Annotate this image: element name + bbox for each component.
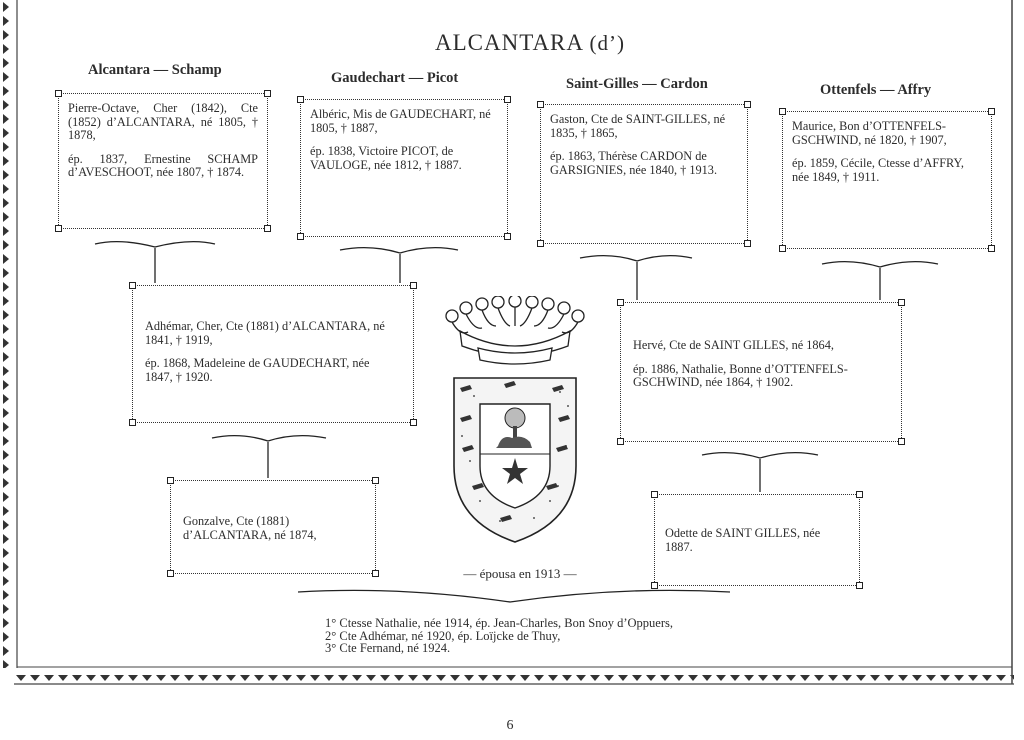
page-title: ALCANTARA (d’) (300, 30, 760, 56)
page-number: 6 (506, 718, 514, 733)
person-text: Adhémar, Cher, Cte (1881) d’ALCANTARA, n… (145, 319, 385, 347)
box-adhemar: Adhémar, Cher, Cte (1881) d’ALCANTARA, n… (129, 282, 417, 426)
box-gonzalve: Gonzalve, Cte (1881) d’ALCANTARA, né 187… (167, 477, 379, 577)
children-list: 1° Ctesse Nathalie, née 1914, ép. Jean-C… (325, 617, 673, 655)
person-text: Albéric, Mis de GAUDECHART, né 1805, † 1… (310, 107, 491, 135)
person-text: Gonzalve, Cte (1881) d’ALCANTARA, né 187… (183, 514, 317, 542)
child-3: 3° Cte Fernand, né 1924. (325, 641, 451, 655)
coat-of-arms-icon (445, 296, 585, 543)
spouse-text: ép. 1859, Cécile, Ctesse d’AFFRY, née 18… (792, 156, 964, 184)
heading-ottenfels-affry: Ottenfels — Affry (820, 82, 932, 98)
person-text: Pierre-Octave, Cher (1842), Cte (1852) d… (68, 101, 258, 142)
spouse-text: ép. 1838, Victoire PICOT, de VAULOGE, né… (310, 144, 462, 172)
person-text: Maurice, Bon d’OTTENFELS-GSCHWIND, né 18… (792, 119, 947, 147)
left-border-ornament (2, 0, 14, 668)
heading-saint-gilles-cardon: Saint-Gilles — Cardon (566, 76, 708, 92)
bottom-border-ornament (14, 670, 1014, 682)
spouse-text: ép. 1837, Ernestine SCHAMP d’AVESCHOOT, … (68, 151, 258, 179)
heading-alcantara-schamp: Alcantara — Schamp (88, 62, 222, 78)
child-1: 1° Ctesse Nathalie, née 1914, ép. Jean-C… (325, 616, 673, 630)
spouse-text: ép. 1886, Nathalie, Bonne d’OTTENFELS-GS… (633, 361, 848, 389)
spouse-text: ép. 1868, Madeleine de GAUDECHART, née 1… (145, 356, 370, 384)
tree-connectors (94, 240, 939, 603)
child-2: 2° Cte Adhémar, né 1920, ép. Loïjcke de … (325, 628, 561, 643)
box-alcantara-schamp: Pierre-Octave, Cher (1842), Cte (1852) d… (55, 90, 271, 232)
box-ottenfels-affry: Maurice, Bon d’OTTENFELS-GSCHWIND, né 18… (779, 108, 995, 252)
box-odette: Odette de SAINT GILLES, née 1887. (651, 491, 863, 589)
person-text: Gaston, Cte de SAINT-GILLES, né 1835, † … (550, 112, 726, 140)
box-saint-gilles-cardon: Gaston, Cte de SAINT-GILLES, né 1835, † … (537, 101, 751, 247)
heading-gaudechart-picot: Gaudechart — Picot (331, 70, 459, 86)
title-particle: (d’) (589, 31, 625, 55)
box-gaudechart-picot: Albéric, Mis de GAUDECHART, né 1805, † 1… (297, 96, 511, 240)
person-text: Hervé, Cte de SAINT GILLES, né 1864, (633, 338, 834, 352)
title-main: ALCANTARA (435, 30, 583, 55)
person-text: Odette de SAINT GILLES, née 1887. (665, 526, 821, 554)
box-herve: Hervé, Cte de SAINT GILLES, né 1864, ép.… (617, 299, 905, 445)
spouse-text: ép. 1863, Thérèse CARDON de GARSIGNIES, … (550, 149, 718, 177)
marriage-note: — épousa en 1913 — (463, 566, 577, 581)
